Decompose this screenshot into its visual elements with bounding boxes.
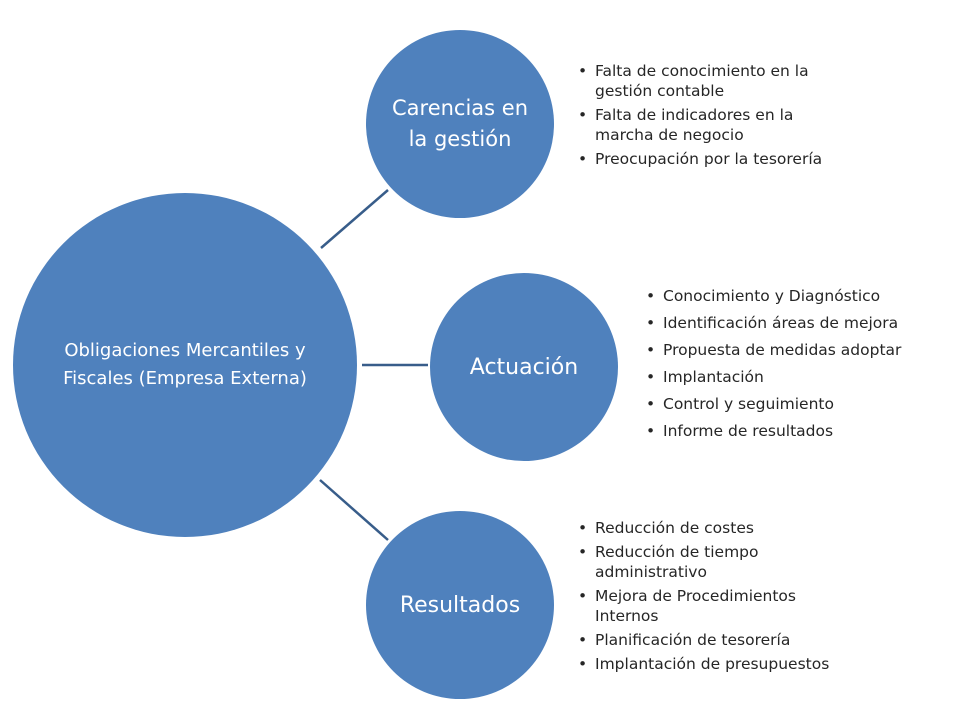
list-item: Identificación áreas de mejora <box>646 313 936 333</box>
node-actuacion: Actuación <box>430 273 618 461</box>
list-item: Falta de indicadores en la marcha de neg… <box>578 105 840 145</box>
list-item: Planificación de tesorería <box>578 630 840 650</box>
node-carencias-label: Carencias en la gestión <box>391 96 529 151</box>
list-item: Conocimiento y Diagnóstico <box>646 286 936 306</box>
node-resultados-label: Resultados <box>399 592 521 618</box>
carencias-bullet-list: Falta de conocimiento en la gestión cont… <box>578 61 840 173</box>
resultados-bullet-list: Reducción de costes Reducción de tiempo … <box>578 518 840 678</box>
list-item: Preocupación por la tesorería <box>578 149 840 169</box>
center-node-label: Obligaciones Mercantiles y Fiscales (Emp… <box>63 340 307 389</box>
list-item: Implantación <box>646 367 936 387</box>
list-item: Mejora de Procedimientos Internos <box>578 586 840 626</box>
connector-carencias <box>320 189 389 249</box>
node-carencias: Carencias en la gestión <box>366 30 554 218</box>
list-item: Implantación de presupuestos <box>578 654 840 674</box>
list-item: Control y seguimiento <box>646 394 936 414</box>
list-item: Falta de conocimiento en la gestión cont… <box>578 61 840 101</box>
node-actuacion-label: Actuación <box>469 354 579 380</box>
actuacion-bullet-list: Conocimiento y Diagnóstico Identificació… <box>646 286 936 448</box>
list-item: Reducción de tiempo administrativo <box>578 542 840 582</box>
list-item: Informe de resultados <box>646 421 936 441</box>
list-item: Reducción de costes <box>578 518 840 538</box>
center-node: Obligaciones Mercantiles y Fiscales (Emp… <box>13 193 357 537</box>
list-item: Propuesta de medidas adoptar <box>646 340 936 360</box>
node-resultados: Resultados <box>366 511 554 699</box>
connector-resultados <box>319 479 389 541</box>
